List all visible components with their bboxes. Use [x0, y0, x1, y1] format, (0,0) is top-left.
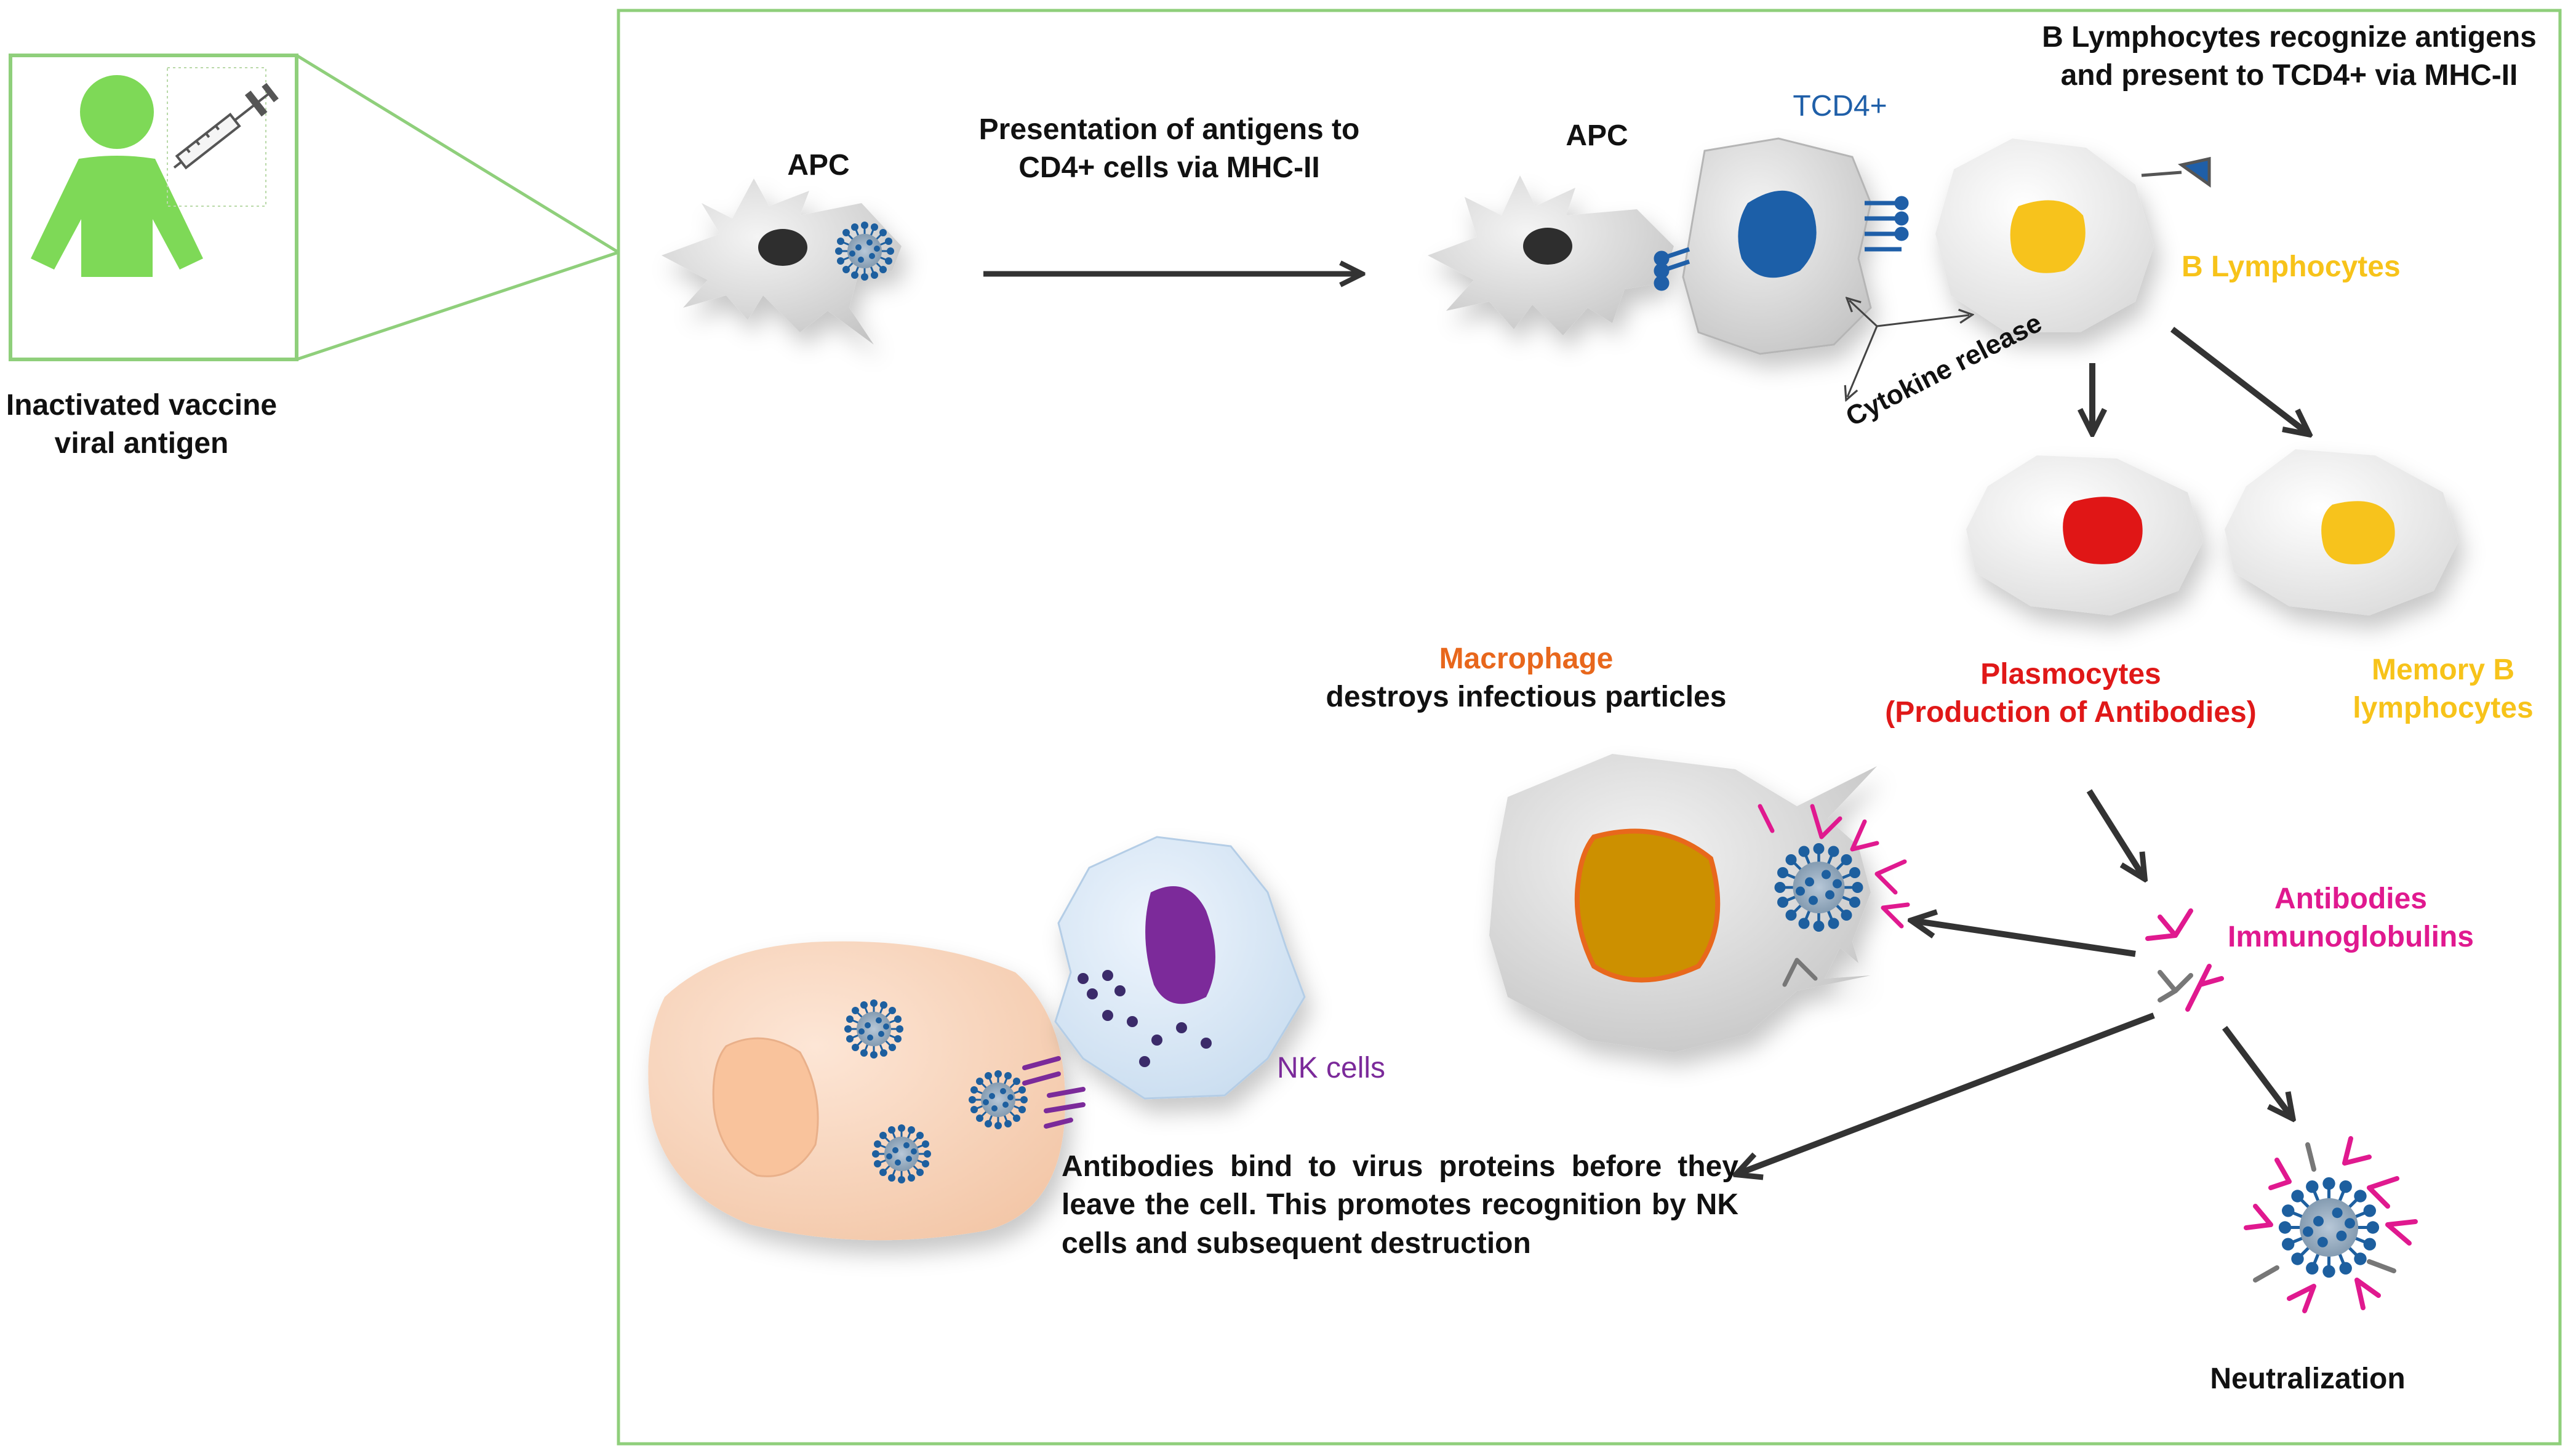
nk-cell	[1054, 836, 1306, 1100]
b-recognize-line1: B Lymphocytes recognize antigens	[2042, 21, 2537, 54]
plasmocyte-cell	[1966, 455, 2203, 615]
vaccine-panel	[9, 54, 298, 361]
antibody-icon	[2145, 908, 2224, 1012]
antibodies-label: Antibodies Immunoglobulins	[2203, 880, 2498, 957]
nk-cells-label: NK cells	[1277, 1052, 1386, 1084]
nk-granules	[1078, 970, 1212, 1067]
syringe-icon	[173, 82, 279, 170]
cytokine-arrows	[1847, 300, 1969, 397]
syringe-frame	[167, 67, 266, 207]
b-lymphocytes-label: B Lymphocytes	[2182, 250, 2401, 283]
nk-desc-label: Antibodies bind to virus proteins before…	[1062, 1150, 1738, 1260]
person-icon	[31, 75, 203, 277]
macrophage-desc: destroys infectious particles	[1326, 681, 1727, 714]
virus-particle-icon	[1775, 843, 1863, 932]
virus-particle-icon	[871, 1123, 932, 1185]
virus-particle-icon	[2279, 1177, 2379, 1278]
tcd4-cell	[1682, 137, 1872, 355]
arrow-to-antibodies	[2086, 789, 2142, 874]
virus-particle-icon	[843, 998, 905, 1060]
memory-b-label: Memory B lymphocytes	[2314, 651, 2572, 728]
macrophage-cell	[1489, 754, 1877, 1052]
zoom-line-bottom	[296, 250, 619, 361]
plasmocytes-line1: Plasmocytes	[1980, 658, 2161, 690]
presentation-label: Presentation of antigens to CD4+ cells v…	[948, 111, 1391, 188]
zoom-line-top	[295, 54, 620, 254]
arrow-to-macrophage	[1917, 921, 2136, 957]
apc-left-label: APC	[787, 149, 850, 182]
vaccine-label: Inactivated vaccine viral antigen	[0, 386, 283, 463]
antibodies-line1: Antibodies	[2274, 883, 2427, 915]
plasmocytes-line2: (Production of Antibodies)	[1885, 696, 2257, 729]
b-recognize-line2: and present to TCD4+ via MHC-II	[2060, 59, 2518, 92]
virus-particle-icon	[967, 1069, 1029, 1131]
neutralized-virus	[2244, 1136, 2418, 1313]
memory-line2: lymphocytes	[2353, 692, 2534, 725]
neutralization-label: Neutralization	[2210, 1363, 2406, 1395]
presentation-line1: Presentation of antigens to	[978, 113, 1360, 146]
b-cell-receptor	[2141, 156, 2211, 188]
arrow-to-memory	[2170, 327, 2305, 431]
vaccine-label-line2: viral antigen	[54, 427, 229, 460]
virus-particle-icon	[834, 220, 895, 282]
arrow-to-nk	[1742, 1012, 2155, 1172]
tcd4-label: TCD4+	[1793, 90, 1887, 122]
mhc-receptors	[1654, 196, 1909, 291]
memory-line1: Memory B	[2371, 654, 2515, 686]
b-lymphocyte-cell	[1935, 138, 2154, 332]
infected-cell	[648, 941, 1065, 1241]
nk-antibodies	[1022, 1056, 1086, 1129]
macrophage-title: Macrophage	[1439, 642, 1614, 675]
presentation-line2: CD4+ cells via MHC-II	[1018, 151, 1320, 185]
apc-cell-right	[1428, 175, 1674, 335]
macrophage-label: Macrophage destroys infectious particles	[1280, 640, 1772, 717]
apc-cell-left	[662, 178, 902, 345]
antibodies-line2: Immunoglobulins	[2228, 921, 2474, 954]
memory-b-cell	[2225, 449, 2458, 615]
apc-right-label: APC	[1566, 119, 1628, 152]
b-recognize-label: B Lymphocytes recognize antigens and pre…	[2025, 18, 2554, 95]
process-panel	[617, 9, 2562, 1446]
macrophage-antibodies	[1758, 804, 1910, 987]
vaccine-label-line1: Inactivated vaccine	[6, 389, 278, 422]
arrow-to-neutralization	[2222, 1026, 2289, 1114]
plasmocytes-label: Plasmocytes (Production of Antibodies)	[1846, 655, 2295, 732]
